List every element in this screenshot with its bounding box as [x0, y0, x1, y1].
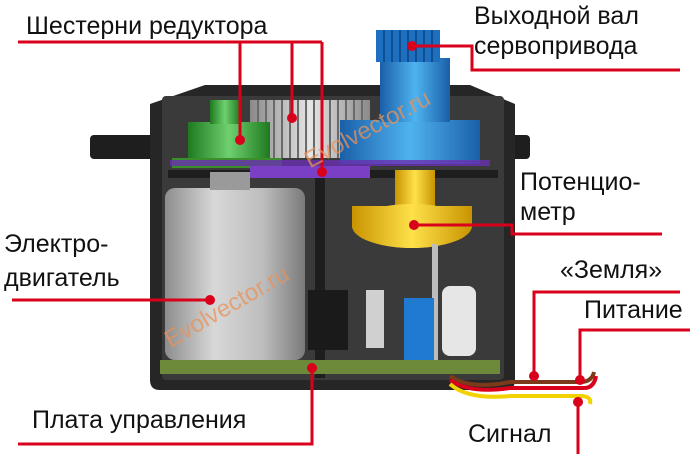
label-motor-line2: двигатель: [4, 264, 120, 292]
label-pot-line1: Потенцио-: [520, 168, 641, 196]
leader-dot: [205, 41, 585, 407]
gear-train: [170, 30, 490, 178]
label-power: Питание: [584, 296, 683, 324]
label-motor-line1: Электро-: [4, 230, 109, 258]
label-output-shaft-line2: сервопривода: [474, 32, 638, 60]
label-pot-line2: метр: [520, 198, 576, 226]
potentiometer: [352, 170, 472, 362]
control-board: [160, 360, 500, 374]
electronic-components: [308, 286, 476, 360]
label-gears: Шестерни редуктора: [26, 12, 268, 40]
label-ground: «Земля»: [560, 256, 663, 284]
label-output-shaft-line1: Выходной вал: [474, 2, 639, 30]
electric-motor: [165, 172, 305, 360]
leader-lines: [12, 40, 690, 454]
label-signal: Сигнал: [468, 420, 552, 448]
label-board: Плата управления: [32, 406, 247, 434]
servo-wires: [448, 371, 598, 405]
